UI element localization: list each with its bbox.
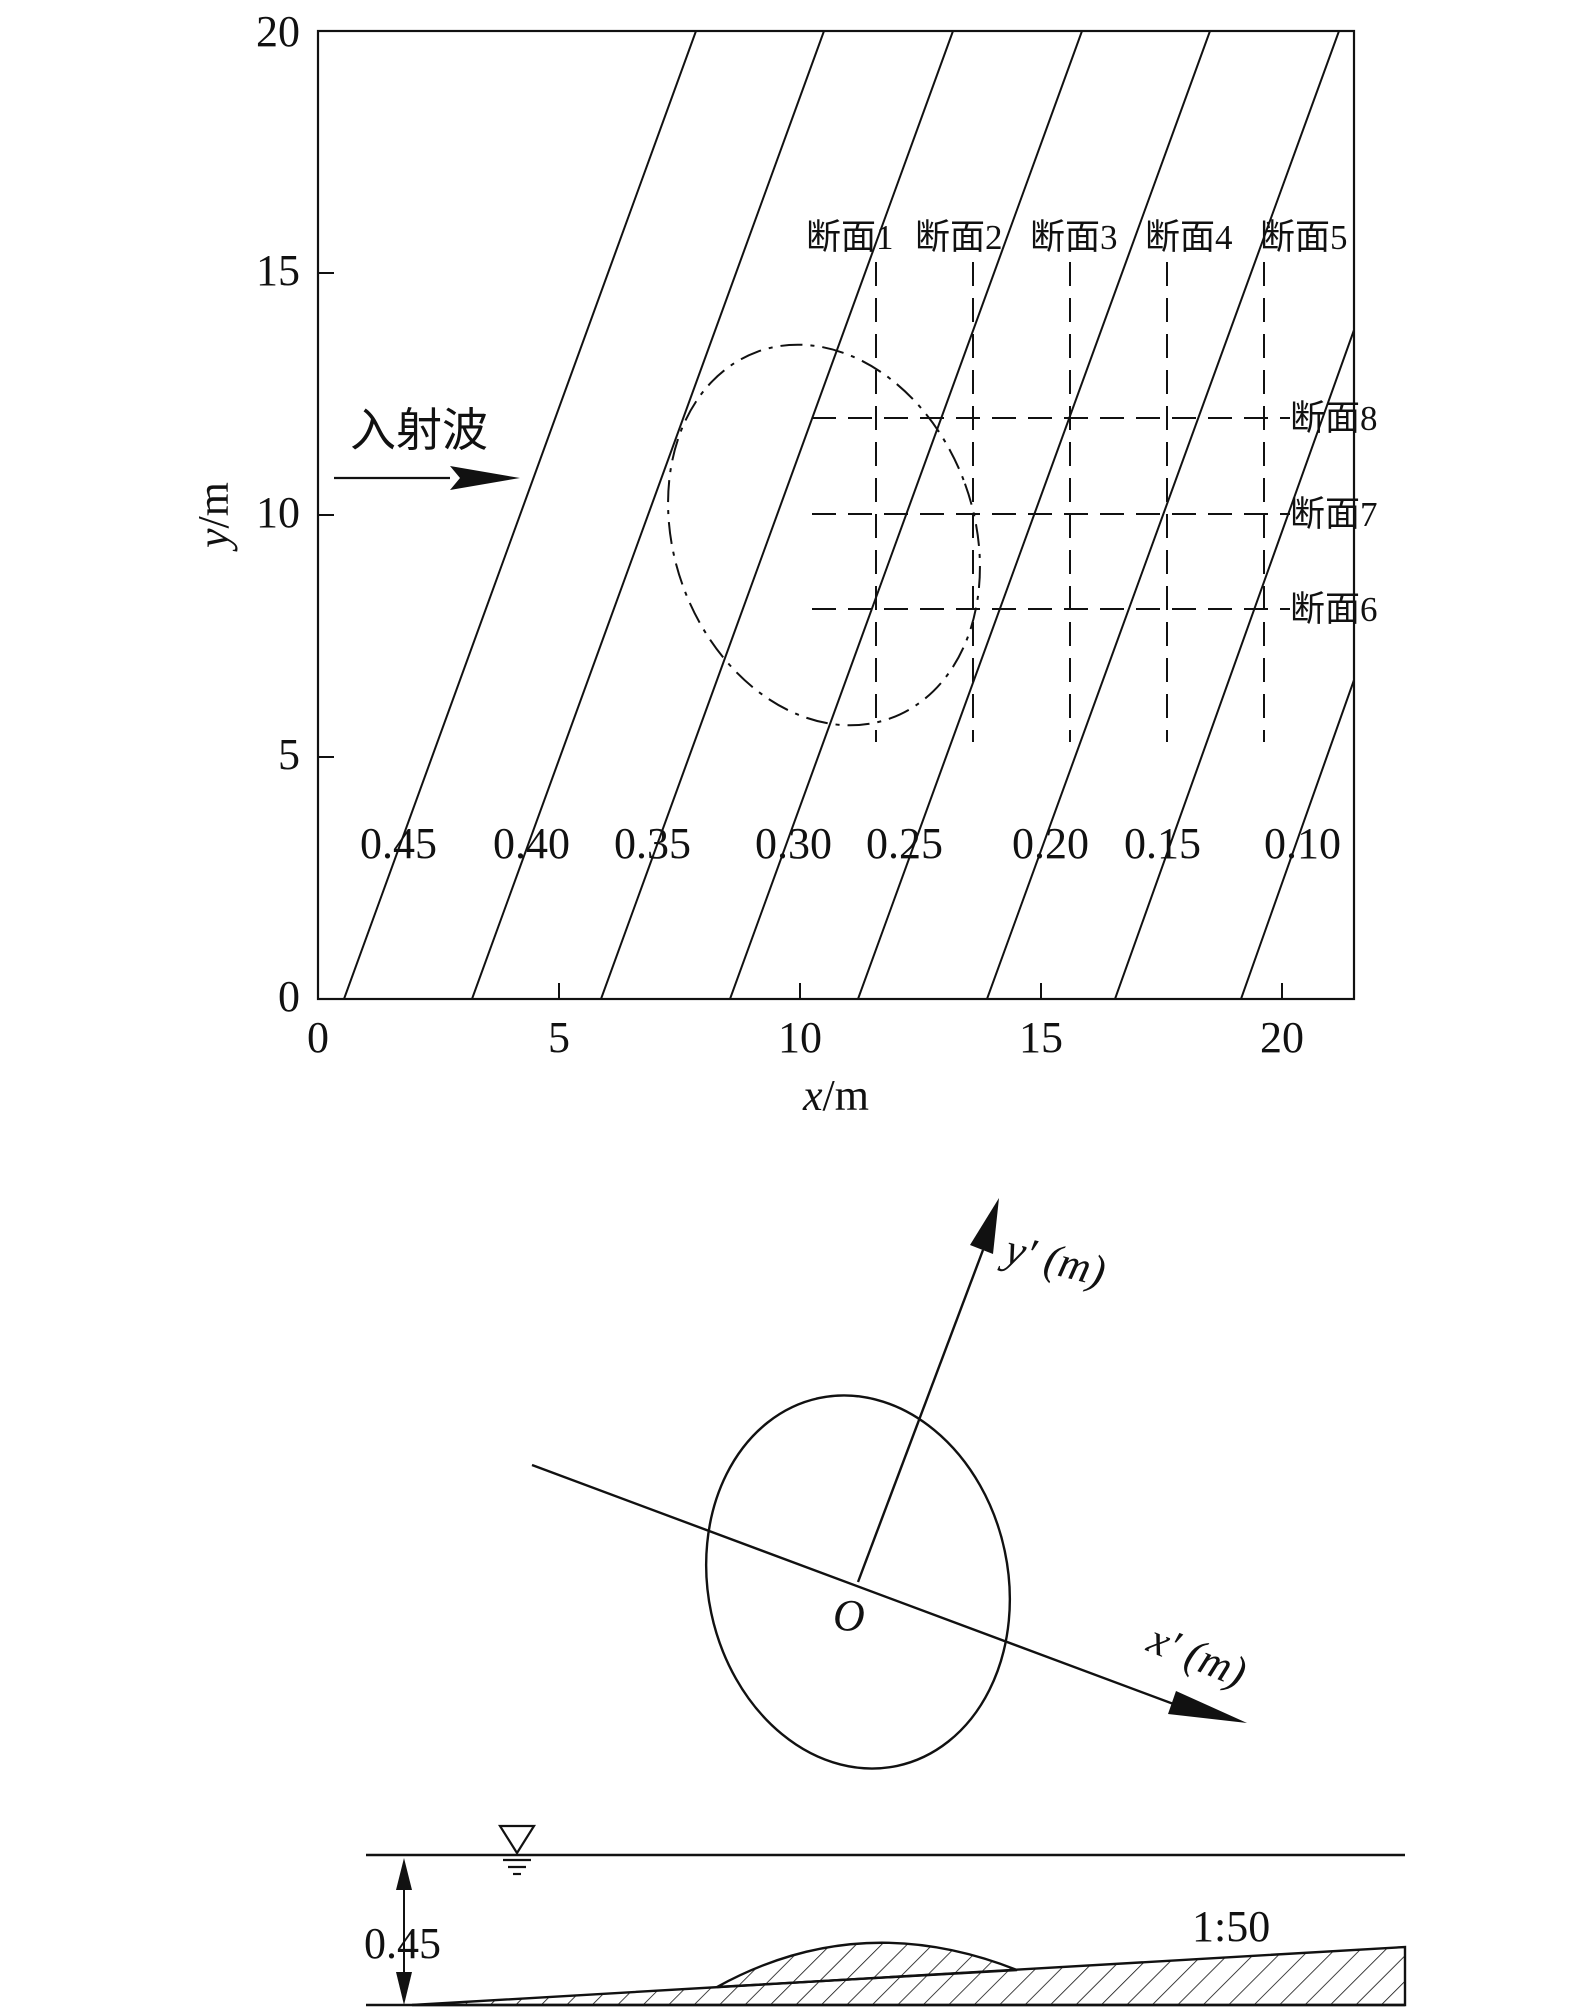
cross-section: 0.45 1:50 (364, 1824, 1407, 2007)
depth-contours (343, 31, 1354, 999)
shoal-outline (667, 343, 981, 727)
slope-label: 1:50 (1192, 1902, 1270, 1951)
x-tick-label: 5 (548, 1013, 570, 1062)
x-axis-label: x/m (802, 1071, 869, 1120)
section-label-5: 断面5 (1260, 218, 1348, 257)
plan-view: 断面1 断面2 断面3 断面4 断面5 断面8 断面7 断面6 0.45 0.4… (189, 7, 1378, 1120)
incident-wave: 入射波 (334, 405, 520, 490)
contour-label: 0.15 (1124, 819, 1201, 868)
shoal-bump (716, 1941, 1018, 1989)
origin-label: O (833, 1591, 865, 1640)
y-tick-label: 5 (278, 730, 300, 779)
section-label-3: 断面3 (1030, 218, 1118, 257)
x-prime-axis-label: x′ (m) (1140, 1613, 1253, 1697)
section-label-7: 断面7 (1290, 495, 1378, 534)
contour-label: 0.30 (755, 819, 832, 868)
y-tick-label: 10 (256, 488, 300, 537)
contour-label: 0.35 (614, 819, 691, 868)
axis-ticks (318, 272, 1283, 999)
contour-line (1240, 679, 1354, 999)
vertical-section-labels: 断面1 断面2 断面3 断面4 断面5 (806, 218, 1348, 257)
contour-value-labels: 0.45 0.40 0.35 0.30 0.25 0.20 0.15 0.10 (360, 819, 1341, 868)
shoal-ellipse (704, 1394, 1012, 1770)
x-tick-label: 15 (1019, 1013, 1063, 1062)
contour-label: 0.20 (1012, 819, 1089, 868)
contour-line (343, 31, 697, 999)
x-tick-label: 10 (778, 1013, 822, 1062)
contour-label: 0.40 (493, 819, 570, 868)
vertical-sections (875, 262, 1265, 742)
incident-wave-arrowhead (450, 466, 520, 490)
x-tick-label: 20 (1260, 1013, 1304, 1062)
x-prime-axis (531, 1463, 1196, 1714)
y-prime-arrowhead (970, 1198, 999, 1254)
section-label-1: 断面1 (806, 218, 894, 257)
contour-line (1114, 329, 1354, 999)
shoal-detail: y′ (m) x′ (m) O (531, 1198, 1253, 1770)
incident-wave-label: 入射波 (350, 405, 488, 456)
section-label-6: 断面6 (1290, 590, 1378, 629)
y-tick-labels: 0 5 10 15 20 (256, 7, 300, 1021)
contour-line (471, 31, 825, 999)
section-label-2: 断面2 (915, 218, 1003, 257)
x-prime-arrowhead (1168, 1691, 1247, 1723)
section-label-4: 断面4 (1145, 218, 1233, 257)
y-prime-axis (856, 1249, 985, 1583)
contour-line (986, 31, 1340, 999)
horizontal-section-labels: 断面8 断面7 断面6 (1290, 399, 1378, 629)
section-label-8: 断面8 (1290, 399, 1378, 438)
x-tick-label: 0 (307, 1013, 329, 1062)
contour-label: 0.10 (1264, 819, 1341, 868)
x-tick-labels: 0 5 10 15 20 (307, 1013, 1304, 1062)
y-prime-axis-label: y′ (m) (997, 1223, 1111, 1296)
contour-label: 0.45 (360, 819, 437, 868)
y-axis-label: y/m (189, 482, 238, 552)
contour-label: 0.25 (866, 819, 943, 868)
y-tick-label: 0 (278, 972, 300, 1021)
depth-dimension: 0.45 (364, 1858, 441, 2005)
horizontal-sections (812, 417, 1290, 610)
contour-line (600, 31, 954, 999)
water-level-icon (498, 1824, 536, 1876)
y-tick-label: 20 (256, 7, 300, 56)
y-tick-label: 15 (256, 246, 300, 295)
depth-label: 0.45 (364, 1919, 441, 1968)
